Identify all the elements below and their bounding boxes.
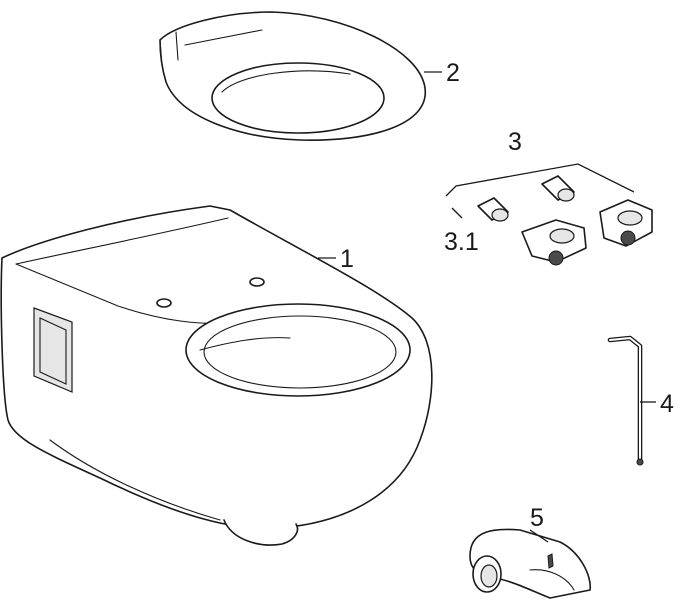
leader-lines	[318, 71, 656, 543]
wall-hung-bowl	[0, 205, 433, 546]
toilet-seat	[159, 11, 426, 141]
leader-5	[529, 529, 549, 543]
fixing-clamp-1	[521, 219, 587, 266]
hex-wrench	[607, 335, 644, 466]
callout-5: 5	[530, 504, 544, 532]
callout-3: 3	[508, 128, 522, 156]
callout-labels: 1 2 3 3.1 4 5	[340, 59, 674, 532]
flush-connector	[469, 528, 591, 599]
fixing-clamp-2	[599, 199, 653, 247]
fixing-bolt-1	[477, 197, 509, 222]
callout-3-1: 3.1	[444, 228, 479, 256]
callout-1: 1	[340, 245, 354, 273]
callout-4: 4	[660, 390, 674, 418]
callout-2: 2	[446, 59, 460, 87]
fixing-set	[445, 163, 653, 266]
fixing-bolt-2	[541, 175, 575, 202]
